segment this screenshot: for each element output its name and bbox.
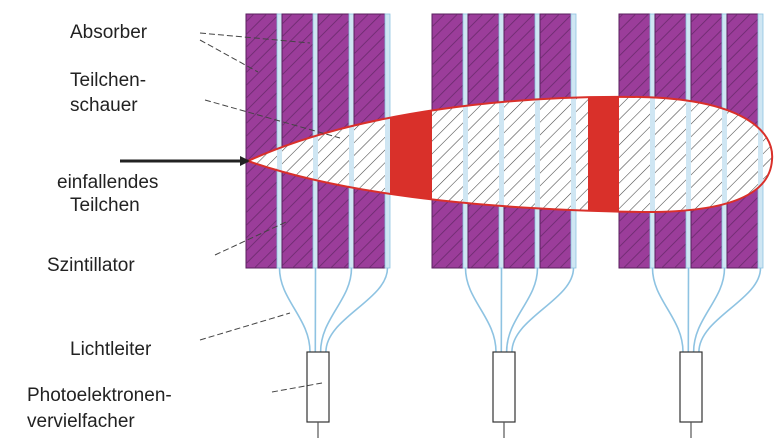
shower-scintillator-crossing bbox=[349, 96, 354, 213]
label-scintillator: Szintillator bbox=[47, 255, 135, 276]
shower-gap-band bbox=[390, 96, 432, 213]
photomultipliers bbox=[306, 351, 703, 438]
absorber-hatching bbox=[246, 14, 277, 268]
shower-scintillator-crossing bbox=[722, 96, 727, 213]
shower-outline bbox=[245, 95, 774, 214]
shower-scintillator-crossing bbox=[571, 96, 576, 213]
shower-scintillator-crossing bbox=[535, 96, 540, 213]
label-shower-line1: Teilchen- bbox=[70, 70, 146, 91]
photomultiplier-tube bbox=[306, 351, 330, 423]
light-guide-fiber bbox=[278, 267, 311, 353]
light-guide-fiber bbox=[505, 267, 539, 353]
shower-scintillator-crossing bbox=[313, 96, 318, 213]
absorber-leader-2 bbox=[199, 39, 259, 73]
label-lightguide: Lichtleiter bbox=[70, 339, 152, 360]
shower-gap-band bbox=[588, 96, 619, 213]
shower-scintillator-crossing bbox=[758, 96, 763, 213]
shower-scintillator-crossing bbox=[385, 96, 390, 213]
light-guide-fiber bbox=[692, 267, 726, 353]
light-guide-fiber bbox=[325, 267, 389, 353]
photomultiplier-tube bbox=[679, 351, 703, 423]
label-incident-line1: einfallendes bbox=[57, 172, 158, 193]
lightguide-leader bbox=[199, 312, 291, 341]
label-incident-line2: Teilchen bbox=[70, 195, 140, 216]
label-shower-line2: schauer bbox=[70, 95, 138, 116]
shower-scintillator-crossing bbox=[463, 96, 468, 213]
scintillator-layer bbox=[276, 13, 283, 269]
shower-leader bbox=[204, 99, 341, 139]
label-absorber: Absorber bbox=[70, 22, 148, 43]
label-pmt-line1: Photoelektronen- bbox=[27, 385, 172, 406]
shower-scintillator-crossing bbox=[650, 96, 655, 213]
shower-scintillator-crossing bbox=[686, 96, 691, 213]
absorber-leader-1 bbox=[199, 32, 311, 44]
light-guide-fiber bbox=[319, 267, 353, 353]
light-guide-fiber bbox=[698, 267, 762, 353]
light-guide-fiber bbox=[651, 267, 684, 353]
leader-lines bbox=[199, 32, 341, 393]
shower-scintillator-crossing bbox=[277, 96, 282, 213]
photomultiplier-tube bbox=[492, 351, 516, 423]
shower-scintillator-crossing bbox=[499, 96, 504, 213]
light-guide-fiber bbox=[511, 267, 575, 353]
light-guides bbox=[278, 267, 762, 353]
light-guide-fiber bbox=[464, 267, 497, 353]
scintillator-leader bbox=[214, 221, 287, 256]
label-pmt-line2: vervielfacher bbox=[27, 411, 135, 432]
